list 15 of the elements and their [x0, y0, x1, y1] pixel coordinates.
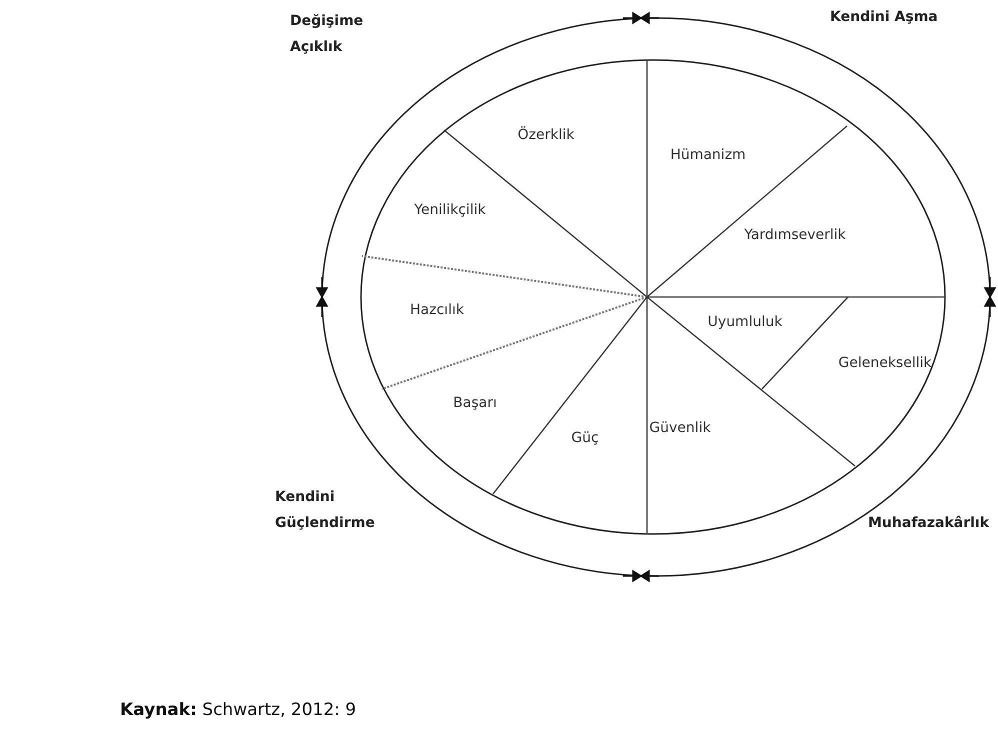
group-label: Muhafazakârlık [868, 514, 990, 533]
value-label: Güvenlik [649, 420, 711, 436]
value-label: Yardımseverlik [744, 227, 846, 243]
group-label: Değişime Açıklık [290, 12, 364, 57]
value-label: Özerklik [518, 127, 574, 143]
value-label: Güç [571, 430, 599, 446]
value-label: Geleneksellik [838, 355, 932, 371]
value-label: Hümanizm [670, 147, 746, 163]
group-label: Kendini Güçlendirme [275, 488, 376, 533]
source-caption: Kaynak: Schwartz, 2012: 9 [120, 700, 356, 720]
value-label: Başarı [453, 395, 497, 411]
value-label: Yenilikçilik [414, 202, 486, 218]
value-label: Hazcılık [410, 302, 464, 318]
group-label: Kendini Aşma [830, 8, 939, 27]
value-label: Uyumluluk [708, 314, 782, 330]
